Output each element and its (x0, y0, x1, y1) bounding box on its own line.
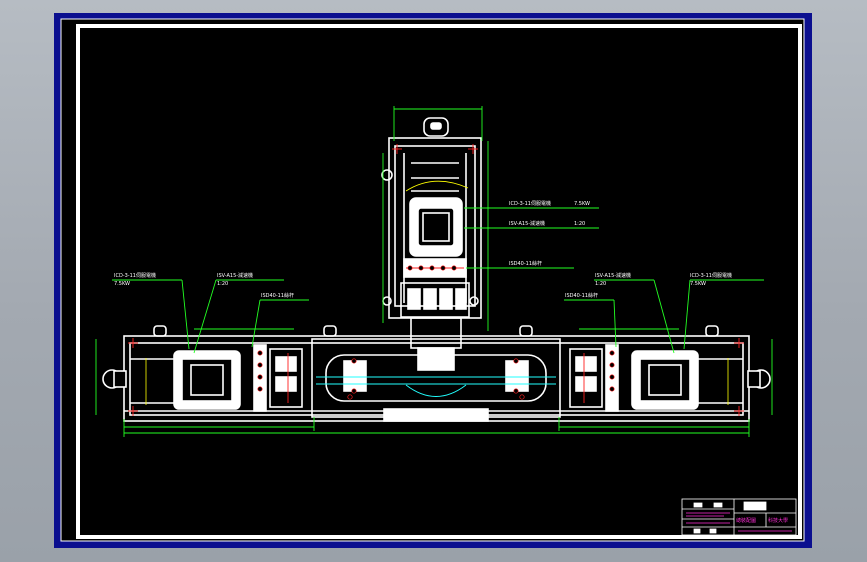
bolt-hole (609, 350, 615, 356)
centerlines (316, 376, 556, 397)
bolt-hole (609, 386, 615, 392)
callout-right-motor-sub: 7.5KW (690, 281, 706, 287)
bolt-hole (519, 394, 525, 400)
callout-right-motor: ICD-3-11伺服電機 (690, 272, 732, 279)
drawing-sheet: ICD-3-11伺服電機 ISV-A15-減速機 1:20 ISD40-11絲杆… (60, 18, 805, 542)
bolt-hole (513, 388, 519, 394)
bolt-hole (513, 358, 519, 364)
bolt-hole (257, 350, 263, 356)
callout-left-motor: ICD-3-11伺服電機 (114, 272, 156, 279)
callout-left-reducer-sub: 1:20 (217, 281, 228, 287)
dimensions (95, 106, 773, 437)
callout-right-reducer-sub: 1:20 (595, 281, 606, 287)
bolt-hole (257, 386, 263, 392)
callout-left-motor-sub: 7.5KW (114, 281, 130, 287)
title-block-company: 科技大學 (768, 517, 788, 524)
bolt-hole (351, 388, 357, 394)
bolt-hole (257, 362, 263, 368)
title-block-drawing-title: 總裝配圖 (736, 517, 756, 524)
callout-right-screw: ISD40-11絲杆 (565, 292, 598, 299)
callout-top-reducer-sub: 1:20 (574, 221, 585, 227)
bolt-hole (351, 358, 357, 364)
callout-top-screw: ISD40-11絲杆 (509, 260, 542, 267)
callout-top-motor: ICD-3-11伺服電機 (509, 200, 551, 207)
callout-left-reducer: ISV-A15-減速機 (217, 272, 253, 279)
callout-top-reducer: ISV-A15-減速機 (509, 220, 545, 227)
bolt-hole (257, 374, 263, 380)
callout-right-reducer: ISV-A15-減速機 (595, 272, 631, 279)
inner-frame (76, 24, 802, 539)
cad-viewport[interactable]: ICD-3-11伺服電機 ISV-A15-減速機 1:20 ISD40-11絲杆… (54, 13, 812, 548)
bolt-hole (451, 265, 457, 271)
title-block (681, 498, 797, 536)
callout-left-screw: ISD40-11絲杆 (261, 292, 294, 299)
bolt-hole (429, 265, 435, 271)
callout-top-motor-sub: 7.5KW (574, 201, 590, 207)
bolt-hole (609, 374, 615, 380)
bolt-hole (418, 265, 424, 271)
bolt-hole (407, 265, 413, 271)
bolt-hole (440, 265, 446, 271)
bolt-hole (347, 394, 353, 400)
bolt-hole (609, 362, 615, 368)
